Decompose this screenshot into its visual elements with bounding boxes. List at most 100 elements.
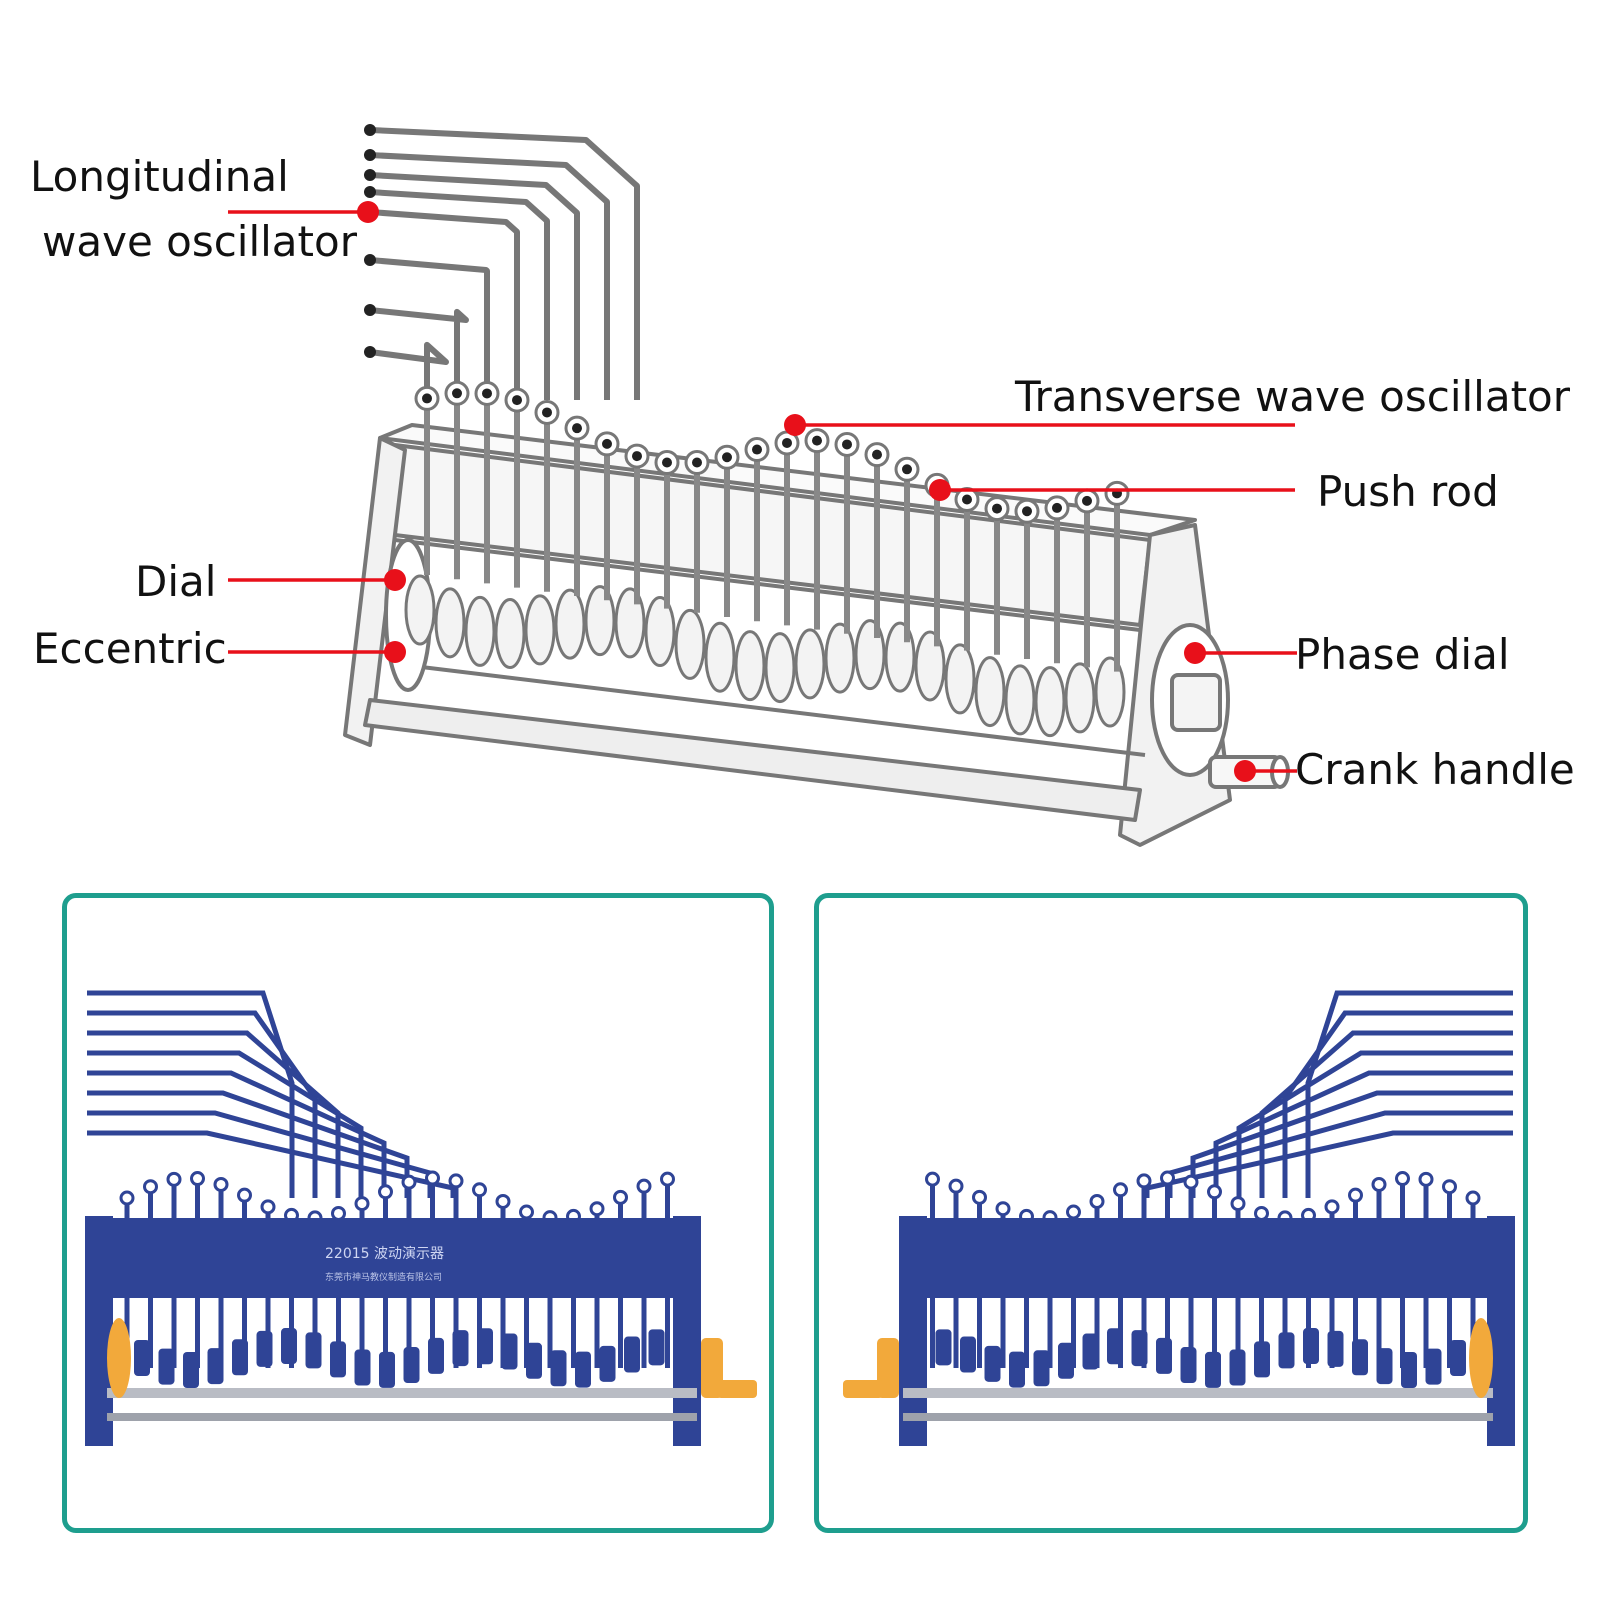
blue-eccentric (1376, 1348, 1393, 1385)
blue-push-rod-head (1066, 1204, 1081, 1220)
label-eccentric: Eccentric (33, 624, 227, 673)
blue-push-rod-head (1136, 1173, 1152, 1189)
orange-crank-handle (843, 1380, 883, 1398)
blue-frame-bar (107, 1218, 697, 1298)
device-model-label: 22015 波动演示器 (325, 1246, 444, 1262)
blue-push-rod-head (237, 1187, 252, 1203)
label-longitudinal-line2: wave oscillator (42, 217, 357, 266)
oscillator-rod (369, 189, 550, 400)
blue-eccentric (379, 1351, 395, 1388)
blue-eccentric (1303, 1328, 1319, 1365)
oscillator-rod (369, 209, 520, 400)
label-phase-dial: Phase dial (1295, 630, 1510, 679)
orange-crank-handle (717, 1380, 757, 1398)
blue-push-rod-head (995, 1201, 1011, 1217)
blue-eccentric (648, 1329, 665, 1366)
blue-push-rod-head (166, 1171, 182, 1187)
push-rod-head-dot (542, 407, 552, 418)
crank-handle-dot (1234, 760, 1256, 782)
blue-push-rod-head (948, 1178, 964, 1194)
blue-eccentric (1401, 1351, 1417, 1388)
blue-push-rod-head (472, 1182, 487, 1198)
photo-front-view: 22015 波动演示器 东莞市神马教仪制造有限公司 (62, 893, 774, 1533)
blue-eccentric (256, 1330, 273, 1367)
eccentric-disc (584, 585, 616, 657)
transverse-oscillator-dot (784, 414, 806, 436)
device-maker-label: 东莞市神马教仪制造有限公司 (325, 1273, 443, 1283)
blue-eccentric (354, 1349, 371, 1386)
blue-oscillator-rod (87, 1130, 456, 1198)
blue-push-rod-head (1254, 1205, 1269, 1221)
push-rod-head-dot (752, 444, 762, 455)
blue-push-rod-head (1230, 1196, 1246, 1212)
blue-eccentric (452, 1330, 469, 1367)
eccentric-disc (914, 630, 946, 702)
blue-eccentric (526, 1342, 542, 1379)
blue-push-rod-head (260, 1199, 276, 1215)
callout-lines (228, 210, 1297, 773)
eccentric-disc (644, 596, 676, 668)
blue-eccentric (501, 1333, 518, 1370)
blue-eccentric (477, 1328, 493, 1365)
blue-eccentric (183, 1351, 199, 1388)
blue-eccentric (158, 1348, 175, 1385)
blue-eccentric (281, 1328, 297, 1365)
oscillator-rod (369, 307, 469, 400)
blue-eccentric (1009, 1351, 1025, 1388)
push-rod-head-dot (902, 464, 912, 475)
back-view-device-illustration (843, 990, 1515, 1446)
eccentric-disc (944, 643, 976, 715)
dial-dot (384, 569, 406, 591)
blue-eccentric (1180, 1347, 1197, 1384)
rail-bottom (107, 1413, 697, 1421)
eccentric-disc (404, 574, 436, 646)
eccentric-disc (794, 628, 826, 700)
eccentric-dot (384, 641, 406, 663)
label-longitudinal-line1: Longitudinal (30, 152, 289, 201)
blue-eccentric (1033, 1350, 1050, 1387)
orange-dial (1469, 1318, 1493, 1398)
eccentric-disc (674, 608, 706, 680)
blue-push-rod-head (1395, 1171, 1410, 1187)
blue-frame-leg-right (899, 1216, 927, 1446)
blue-eccentric (207, 1348, 224, 1385)
push-rod-dot (929, 479, 951, 501)
blue-device (85, 990, 757, 1446)
blue-push-rod-head (425, 1170, 440, 1186)
blue-eccentric (1205, 1351, 1221, 1388)
blue-eccentric (1327, 1330, 1344, 1367)
label-transverse-oscillator: Transverse wave oscillator (1015, 372, 1571, 421)
blue-eccentric (1156, 1337, 1172, 1374)
blue-eccentric (1450, 1340, 1466, 1376)
push-rod-head-dot (962, 494, 972, 505)
blue-push-rod-head (1207, 1184, 1222, 1200)
eccentric-disc (1034, 666, 1066, 738)
oscillator-rod-tip (364, 346, 376, 358)
oscillator-rod (369, 127, 640, 400)
push-rod-head-dot (1022, 506, 1032, 517)
oscillator-rod (369, 257, 490, 400)
blue-push-rod-head (1160, 1170, 1175, 1186)
blue-eccentric (1131, 1330, 1148, 1367)
blue-push-rod-head (1348, 1187, 1363, 1203)
oscillator-rod-tip (364, 169, 376, 181)
push-rod-head-dot (662, 457, 672, 468)
eccentric-disc (1094, 656, 1126, 728)
oscillator-rod-tip (364, 149, 376, 161)
blue-eccentric (330, 1341, 346, 1378)
blue-push-rod-head (925, 1171, 940, 1187)
eccentric-disc (764, 632, 796, 704)
front-view-device-illustration (85, 990, 757, 1446)
blue-push-rod-head (143, 1179, 158, 1195)
blue-push-rod-head (613, 1189, 628, 1205)
blue-eccentric (550, 1350, 567, 1387)
push-rod-head-dot (1052, 502, 1062, 513)
blue-frame-leg-left (85, 1216, 113, 1446)
blue-frame-bar (903, 1218, 1493, 1298)
eccentric-disc (614, 587, 646, 659)
eccentric-disc (524, 594, 556, 666)
push-rod-head-dot (482, 388, 492, 399)
blue-eccentric (1425, 1348, 1442, 1385)
blue-device (843, 990, 1515, 1446)
